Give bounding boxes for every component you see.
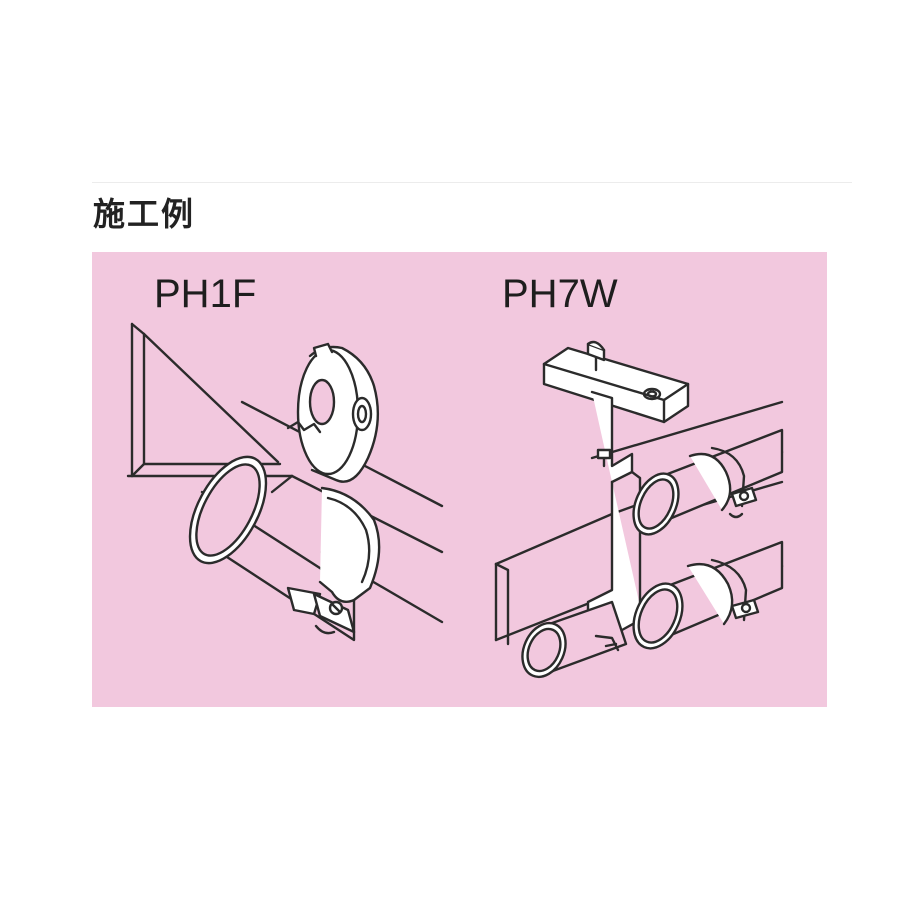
installation-example-panel: PH1F PH7W [92,252,827,707]
ph7w-upper-pipe [632,428,784,536]
ph1f-pipe-band [286,486,381,635]
ph1f-assembly-drawing [126,322,444,642]
section-heading: 施工例 [93,195,196,233]
top-divider [92,182,852,183]
ph7w-lower-right-pipe [632,540,784,650]
ph7w-top-bolt [586,340,612,468]
installation-illustration [126,322,784,679]
ph1f-label: PH1F [154,272,257,316]
ph1f-ring-clamp [286,342,379,483]
ph7w-lower-left-pipe [521,600,628,679]
ph7w-label: PH7W [502,272,618,316]
ph1f-angle-bracket [126,322,294,478]
ph7w-assembly-drawing [494,340,784,679]
